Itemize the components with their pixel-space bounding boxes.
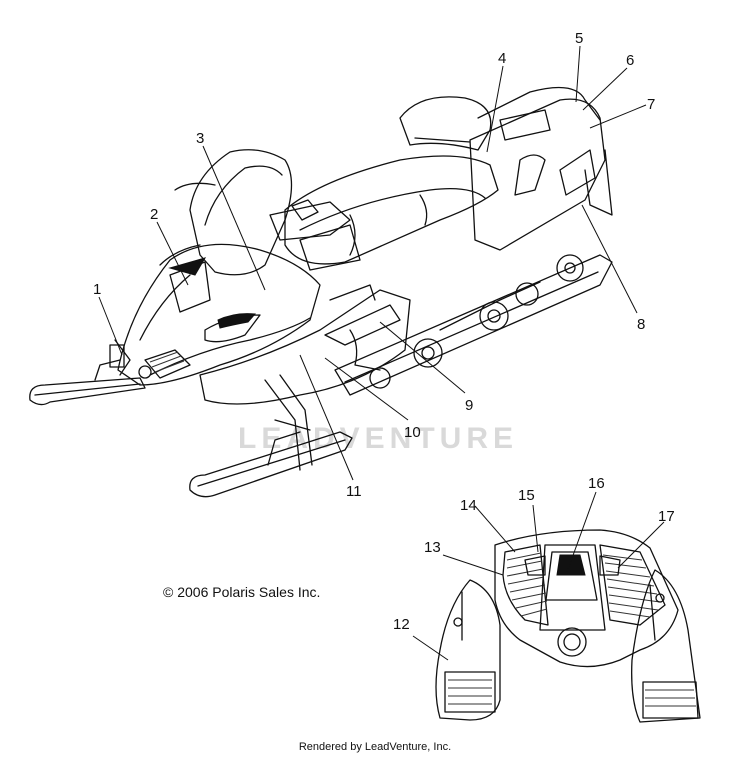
callout-3: 3 (196, 130, 204, 147)
callout-labels: 1 2 3 4 5 6 7 8 9 10 11 12 13 14 15 16 1… (93, 30, 675, 633)
callout-11: 11 (346, 483, 362, 500)
rendered-by-text: Rendered by LeadVenture, Inc. (298, 741, 452, 753)
callout-2: 2 (150, 206, 158, 223)
callout-1: 1 (93, 281, 101, 298)
callout-9: 9 (465, 397, 473, 414)
callout-10: 10 (404, 424, 421, 441)
callout-12: 12 (393, 616, 410, 633)
callout-14: 14 (460, 497, 477, 514)
copyright-text: © 2006 Polaris Sales Inc. (163, 584, 321, 600)
callout-15: 15 (518, 487, 535, 504)
callout-17: 17 (658, 508, 675, 525)
callout-6: 6 (626, 52, 634, 69)
hood-detail-illustration (435, 529, 701, 723)
callout-13: 13 (424, 539, 441, 556)
callout-8: 8 (637, 316, 645, 333)
callout-16: 16 (588, 475, 605, 492)
callout-7: 7 (647, 96, 655, 113)
callout-4: 4 (498, 50, 506, 67)
callout-5: 5 (575, 30, 583, 47)
snowmobile-illustration (29, 86, 613, 498)
leader-lines (98, 45, 665, 661)
